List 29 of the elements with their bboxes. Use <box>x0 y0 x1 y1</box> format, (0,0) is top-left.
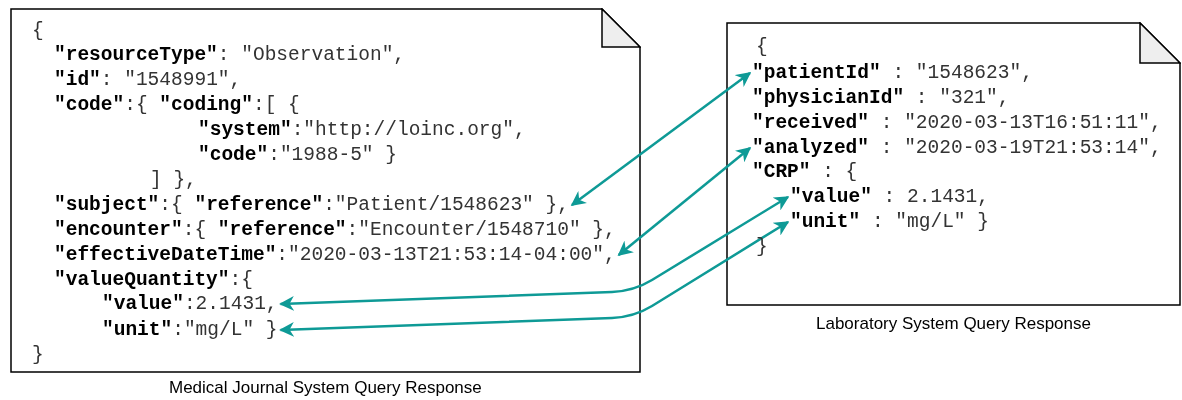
code-line: "value" : 2.1431, <box>790 186 989 208</box>
double-arrow <box>279 220 790 337</box>
code-line: "effectiveDateTime":"2020-03-13T21:53:14-04:00", <box>54 244 616 266</box>
code-line: "code":"1988-5" } <box>198 144 397 166</box>
code-line: "value":2.1431, <box>102 293 278 315</box>
document-caption: Laboratory System Query Response <box>816 314 1091 334</box>
code-line: "resourceType": "Observation", <box>54 44 406 66</box>
code-line: "physicianId" : "321", <box>752 87 1010 109</box>
code-line: } <box>756 236 768 258</box>
code-line: { <box>756 36 768 58</box>
double-arrow <box>570 72 752 206</box>
code-line: "CRP" : { <box>752 161 858 183</box>
code-line: ] }, <box>150 169 197 191</box>
code-line: "system":"http://loinc.org", <box>198 119 526 141</box>
code-line: "id": "1548991", <box>54 69 242 91</box>
double-arrow <box>617 147 752 256</box>
document-caption: Medical Journal System Query Response <box>169 378 482 398</box>
code-line: "code":{ "coding":[ { <box>54 94 300 116</box>
code-line: } <box>32 344 44 366</box>
code-line: "subject":{ "reference":"Patient/1548623" }, <box>54 194 569 216</box>
code-line: { <box>32 20 44 42</box>
code-line: "unit":"mg/L" } <box>102 319 278 341</box>
code-line: "unit" : "mg/L" } <box>790 211 989 233</box>
code-line: "valueQuantity":{ <box>54 269 253 291</box>
double-arrow <box>279 195 790 311</box>
code-line: "analyzed" : "2020-03-19T21:53:14", <box>752 137 1162 159</box>
code-line: "patientId" : "1548623", <box>752 62 1033 84</box>
code-line: "received" : "2020-03-13T16:51:11", <box>752 112 1162 134</box>
code-line: "encounter":{ "reference":"Encounter/1548710" }, <box>54 219 616 241</box>
